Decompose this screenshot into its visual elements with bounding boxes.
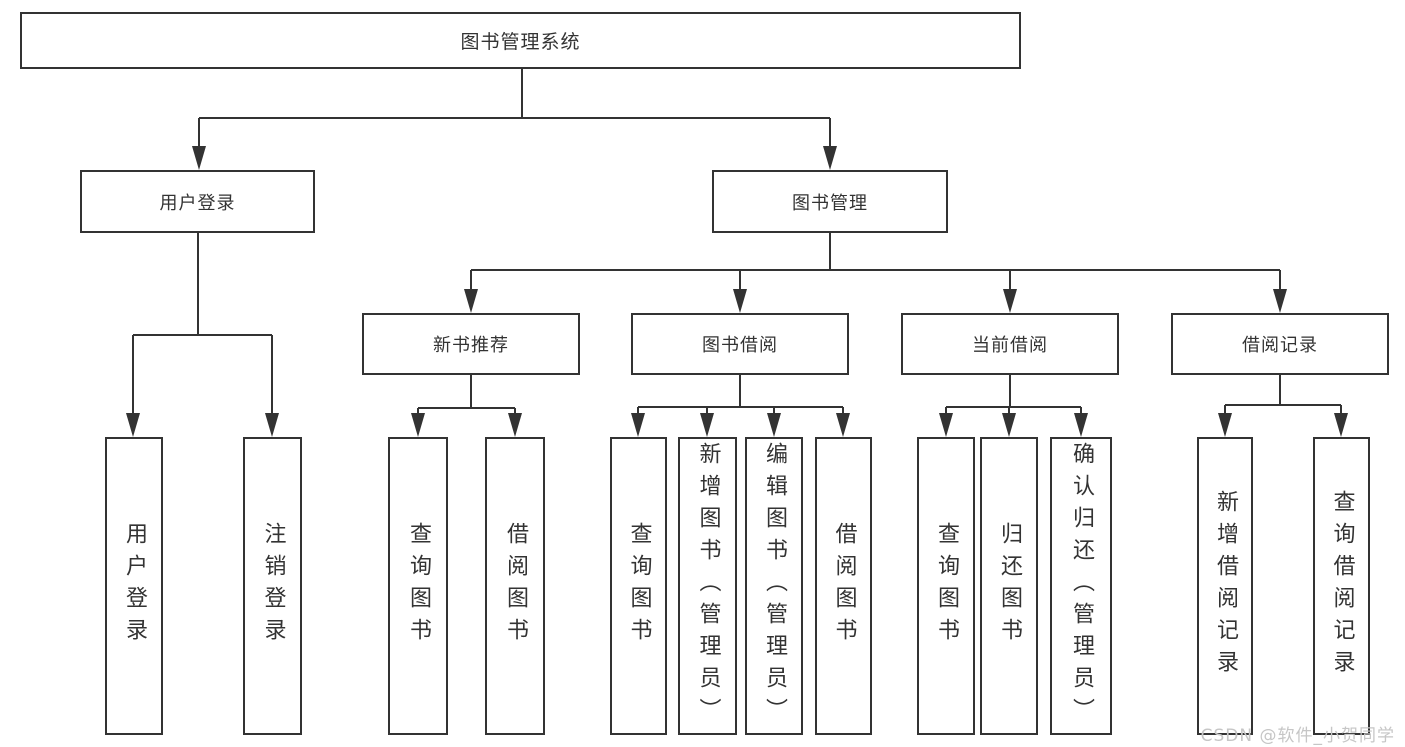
leaf-borrow-book: 借阅图书 (815, 437, 872, 735)
leaf-logout: 注销登录 (243, 437, 302, 735)
csdn-watermark: CSDN @软件_小贺同学 (1200, 726, 1395, 746)
leaf-query-borrow-record: 查询借阅记录 (1313, 437, 1370, 735)
node-user-login-label: 用户登录 (159, 192, 236, 214)
leaf-return-book-label: 归还图书 (997, 522, 1022, 650)
node-root-system: 图书管理系统 (20, 12, 1021, 69)
node-current-borrow-label: 当前借阅 (972, 335, 1048, 356)
leaf-current-query-book: 查询图书 (917, 437, 975, 735)
leaf-edit-book-admin-label: 编辑图书（管理员） (762, 442, 787, 730)
leaf-recommend-query-book-label: 查询图书 (406, 522, 431, 650)
leaf-confirm-return-admin-label: 确认归还（管理员） (1069, 442, 1094, 730)
leaf-borrow-book-label: 借阅图书 (831, 522, 857, 650)
node-root-label: 图书管理系统 (460, 31, 581, 53)
leaf-query-borrow-record-label: 查询借阅记录 (1329, 490, 1355, 682)
leaf-confirm-return-admin: 确认归还（管理员） (1050, 437, 1112, 735)
node-borrow-record: 借阅记录 (1171, 313, 1389, 375)
node-book-management-label: 图书管理 (792, 192, 868, 214)
leaf-borrow-query-book-label: 查询图书 (626, 522, 652, 650)
node-book-borrow-label: 图书借阅 (702, 335, 778, 356)
leaf-current-query-book-label: 查询图书 (934, 522, 959, 650)
leaf-add-book-admin-label: 新增图书（管理员） (695, 442, 721, 730)
leaf-logout-label: 注销登录 (260, 522, 286, 650)
leaf-return-book: 归还图书 (980, 437, 1038, 735)
leaf-recommend-borrow-book-label: 借阅图书 (503, 522, 528, 650)
leaf-edit-book-admin: 编辑图书（管理员） (745, 437, 803, 735)
node-book-borrow: 图书借阅 (631, 313, 849, 375)
leaf-add-borrow-record-label: 新增借阅记录 (1213, 490, 1238, 682)
arrowhead-icons (126, 146, 1348, 437)
leaf-user-login: 用户登录 (105, 437, 163, 735)
node-new-book-recommend: 新书推荐 (362, 313, 580, 375)
leaf-add-borrow-record: 新增借阅记录 (1197, 437, 1253, 735)
node-book-management: 图书管理 (712, 170, 948, 233)
node-current-borrow: 当前借阅 (901, 313, 1119, 375)
leaf-add-book-admin: 新增图书（管理员） (678, 437, 737, 735)
node-user-login: 用户登录 (80, 170, 315, 233)
leaf-user-login-label: 用户登录 (122, 522, 147, 650)
leaf-recommend-query-book: 查询图书 (388, 437, 448, 735)
node-borrow-record-label: 借阅记录 (1242, 335, 1318, 356)
leaf-borrow-query-book: 查询图书 (610, 437, 667, 735)
leaf-recommend-borrow-book: 借阅图书 (485, 437, 545, 735)
node-new-book-recommend-label: 新书推荐 (433, 335, 509, 356)
